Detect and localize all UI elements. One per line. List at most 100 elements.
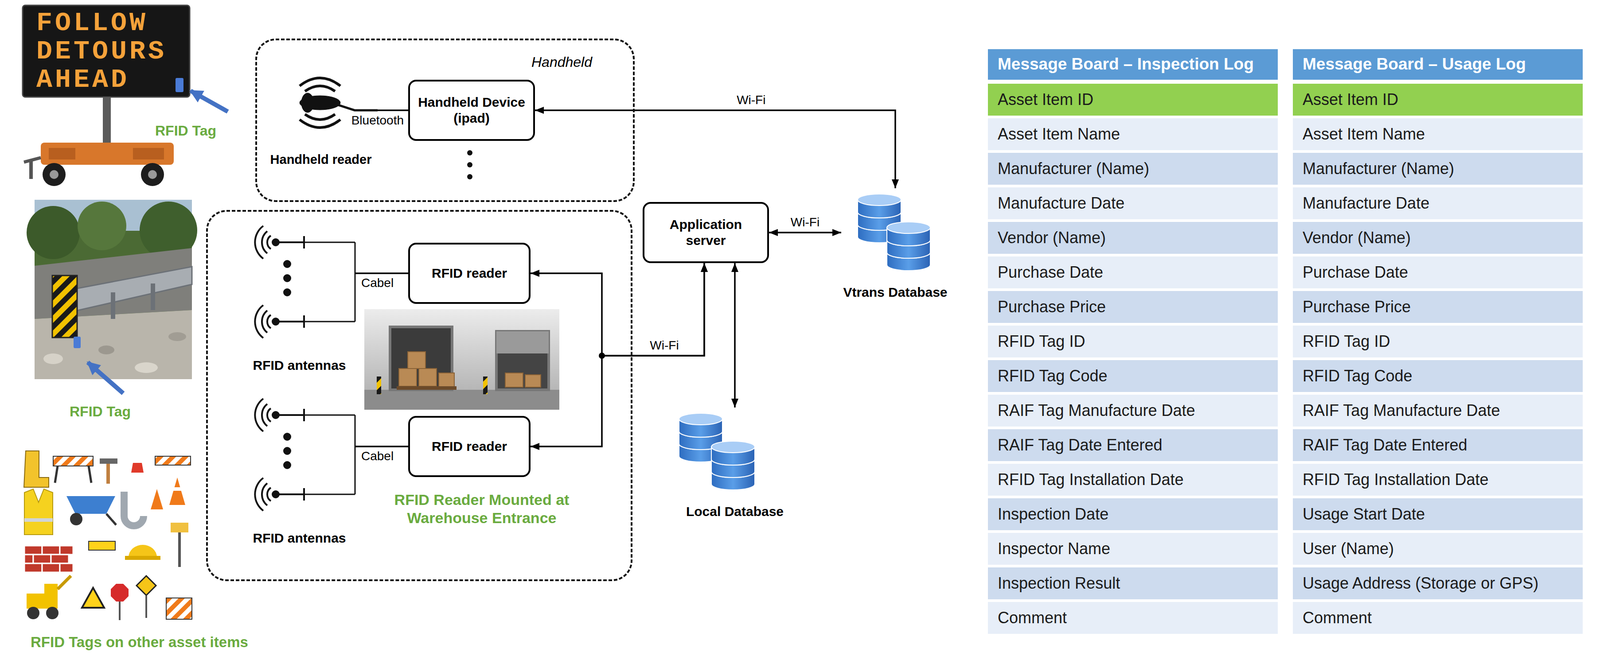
connector	[355, 272, 409, 275]
connector	[355, 445, 409, 448]
sign-text: FOLLOW DETOURS AHEAD	[36, 8, 167, 94]
table-row: Manufacture Date	[1292, 187, 1583, 220]
edge-label-holder: Wi-Fi	[734, 92, 768, 108]
group-label: RFID Reader Mounted at Warehouse Entranc…	[379, 491, 584, 528]
table-cell: Asset Item Name	[1302, 124, 1425, 144]
label-holder: RFID Tags on other asset items	[30, 633, 249, 652]
database-node: Vtrans Database	[841, 188, 950, 302]
table-cell: RAIF Tag Date Entered	[1302, 435, 1468, 455]
table-cell: Asset Item ID	[1302, 89, 1399, 110]
database-icon	[679, 413, 755, 491]
table-cell: Inspection Result	[997, 573, 1120, 594]
table-row: Purchase Date	[1292, 256, 1583, 289]
edge-label-holder: Cabel	[359, 448, 396, 465]
connectors	[355, 110, 896, 447]
database-node: Local Database	[675, 407, 794, 521]
table-cell: Usage Address (Storage or GPS)	[1302, 573, 1539, 594]
table-row: User (Name)	[1292, 533, 1583, 566]
table-row: Vendor (Name)	[1292, 222, 1583, 254]
table-row: Asset Item Name	[1292, 118, 1583, 151]
icon-caption: RFID antennas	[252, 530, 346, 547]
warehouse-photo	[364, 309, 560, 410]
label-holder: RFID Reader Mounted at Warehouse Entranc…	[379, 491, 584, 528]
connector	[534, 110, 896, 189]
guardrail-photo	[26, 199, 198, 380]
table-row: Manufacture Date	[987, 187, 1278, 220]
table-row: Usage Address (Storage or GPS)	[1292, 567, 1583, 600]
process-box: Application server	[642, 202, 769, 264]
table-row: Manufacturer (Name)	[1292, 152, 1583, 185]
edge-label-holder: Wi-Fi	[788, 214, 822, 231]
label-holder: Handheld	[531, 53, 593, 71]
table-cell: RFID Tag Code	[997, 366, 1108, 386]
table-cell: RAIF Tag Manufacture Date	[997, 401, 1196, 421]
antenna-node: RFID antennas	[243, 396, 356, 548]
table-cell: Asset Item ID	[997, 89, 1094, 110]
table-cell: RFID Tag Installation Date	[1302, 470, 1489, 490]
table-row: Purchase Date	[987, 256, 1278, 289]
table-row: RAIF Tag Date Entered	[987, 429, 1278, 462]
table-row: RFID Tag Code	[1292, 360, 1583, 393]
label-holder: Local Database	[675, 503, 794, 520]
table-cell: Asset Item Name	[997, 124, 1120, 144]
table-header-band: Message Board – Inspection Log	[987, 49, 1278, 80]
table-row: RAIF Tag Manufacture Date	[987, 394, 1278, 427]
table-row: Inspection Date	[987, 498, 1278, 531]
table-row: Asset Item Name	[987, 118, 1278, 151]
icon-caption: Handheld reader	[270, 152, 372, 168]
label-holder: RFID Tag	[155, 122, 217, 140]
label-holder: RFID antennas	[243, 530, 356, 547]
table-cell: Comment	[997, 608, 1067, 628]
callout-label: RFID Tag	[69, 403, 131, 421]
table-cell: Vendor (Name)	[997, 228, 1106, 248]
connector	[530, 263, 705, 356]
icon-caption: RFID antennas	[252, 357, 346, 374]
tag-pointer	[87, 362, 124, 394]
table-cell: Inspection Date	[997, 504, 1109, 524]
connector	[733, 263, 736, 408]
table-cell: Usage Start Date	[1302, 504, 1425, 524]
label-holder: Vtrans Database	[841, 284, 950, 301]
edge-label: Wi-Fi	[788, 214, 822, 231]
table-row: Purchase Price	[1292, 291, 1583, 324]
edge-label: Cabel	[359, 448, 396, 465]
antenna-node: RFID antennas	[243, 223, 356, 375]
table-cell: Manufacturer (Name)	[997, 159, 1150, 179]
edge-label: Wi-Fi	[647, 338, 681, 354]
table-header: Message Board – Inspection Log	[997, 54, 1254, 75]
table-row: Comment	[987, 602, 1278, 635]
table-cell: Inspector Name	[997, 539, 1111, 559]
table-row: RFID Tag Code	[987, 360, 1278, 393]
tools-clipart	[23, 451, 192, 621]
message-board-trailer	[22, 5, 190, 187]
table-row: Usage Start Date	[1292, 498, 1583, 531]
edge-label: Cabel	[359, 275, 396, 291]
dashed-group: RFID Reader Mounted at Warehouse Entranc…	[206, 210, 633, 582]
icon-caption: Local Database	[686, 503, 784, 520]
callout-label: RFID Tags on other asset items	[30, 633, 249, 652]
tag-pointer	[190, 90, 228, 112]
table-row: RFID Tag Installation Date	[1292, 464, 1583, 496]
callout-label: RFID Tag	[155, 122, 217, 140]
label-holder: FOLLOW DETOURS AHEAD	[36, 8, 167, 94]
table-row: RFID Tag ID	[987, 325, 1278, 358]
table-cell: Manufacturer (Name)	[1302, 159, 1455, 179]
table-cell: Purchase Price	[1302, 297, 1411, 317]
box-label: RFID reader	[431, 265, 508, 282]
table-row: RAIF Tag Date Entered	[1292, 429, 1583, 462]
table-cell: Purchase Date	[1302, 262, 1409, 282]
table-header-band: Message Board – Usage Log	[1292, 49, 1583, 80]
edge-label-holder: Bluetooth	[349, 113, 406, 129]
process-box: RFID reader	[408, 416, 531, 478]
table-cell: RFID Tag ID	[1302, 331, 1390, 352]
label-holder: RFID Tag	[69, 403, 131, 421]
process-box: Handheld Device (ipad)	[408, 79, 535, 141]
table-row: Manufacturer (Name)	[987, 152, 1278, 185]
table-cell: User (Name)	[1302, 539, 1394, 559]
table-row: Vendor (Name)	[987, 222, 1278, 254]
table-row: RFID Tag Installation Date	[987, 464, 1278, 496]
table-row: RAIF Tag Manufacture Date	[1292, 394, 1583, 427]
table-cell: RAIF Tag Date Entered	[997, 435, 1163, 455]
table-cell: Manufacture Date	[1302, 193, 1430, 213]
